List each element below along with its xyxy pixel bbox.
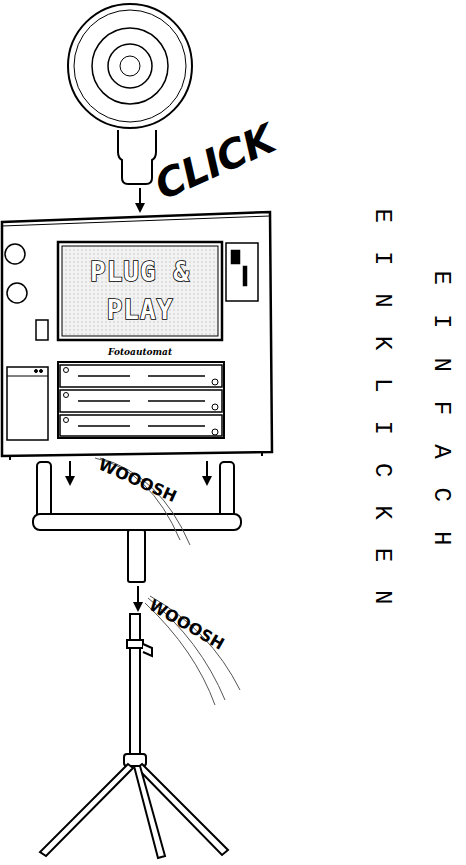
slogan-text: EINFACH [428, 270, 455, 574]
sound-word: CLICK [148, 116, 281, 209]
brand-label: Fotoautomat [108, 347, 172, 357]
sound-word: WOOOSH [95, 454, 179, 505]
down-arrow [137, 586, 139, 610]
down-arrow [206, 461, 208, 484]
down-arrow [139, 188, 141, 211]
screen-text: PLUG & PLAY [78, 253, 203, 329]
sound-word: WOOOSH [145, 595, 227, 653]
photo-booth [2, 212, 272, 460]
slogan-text: EINKLICKEN [369, 208, 396, 632]
screen-box: PLUG & PLAY [62, 246, 218, 336]
down-arrow [69, 461, 71, 484]
tripod [40, 614, 228, 858]
